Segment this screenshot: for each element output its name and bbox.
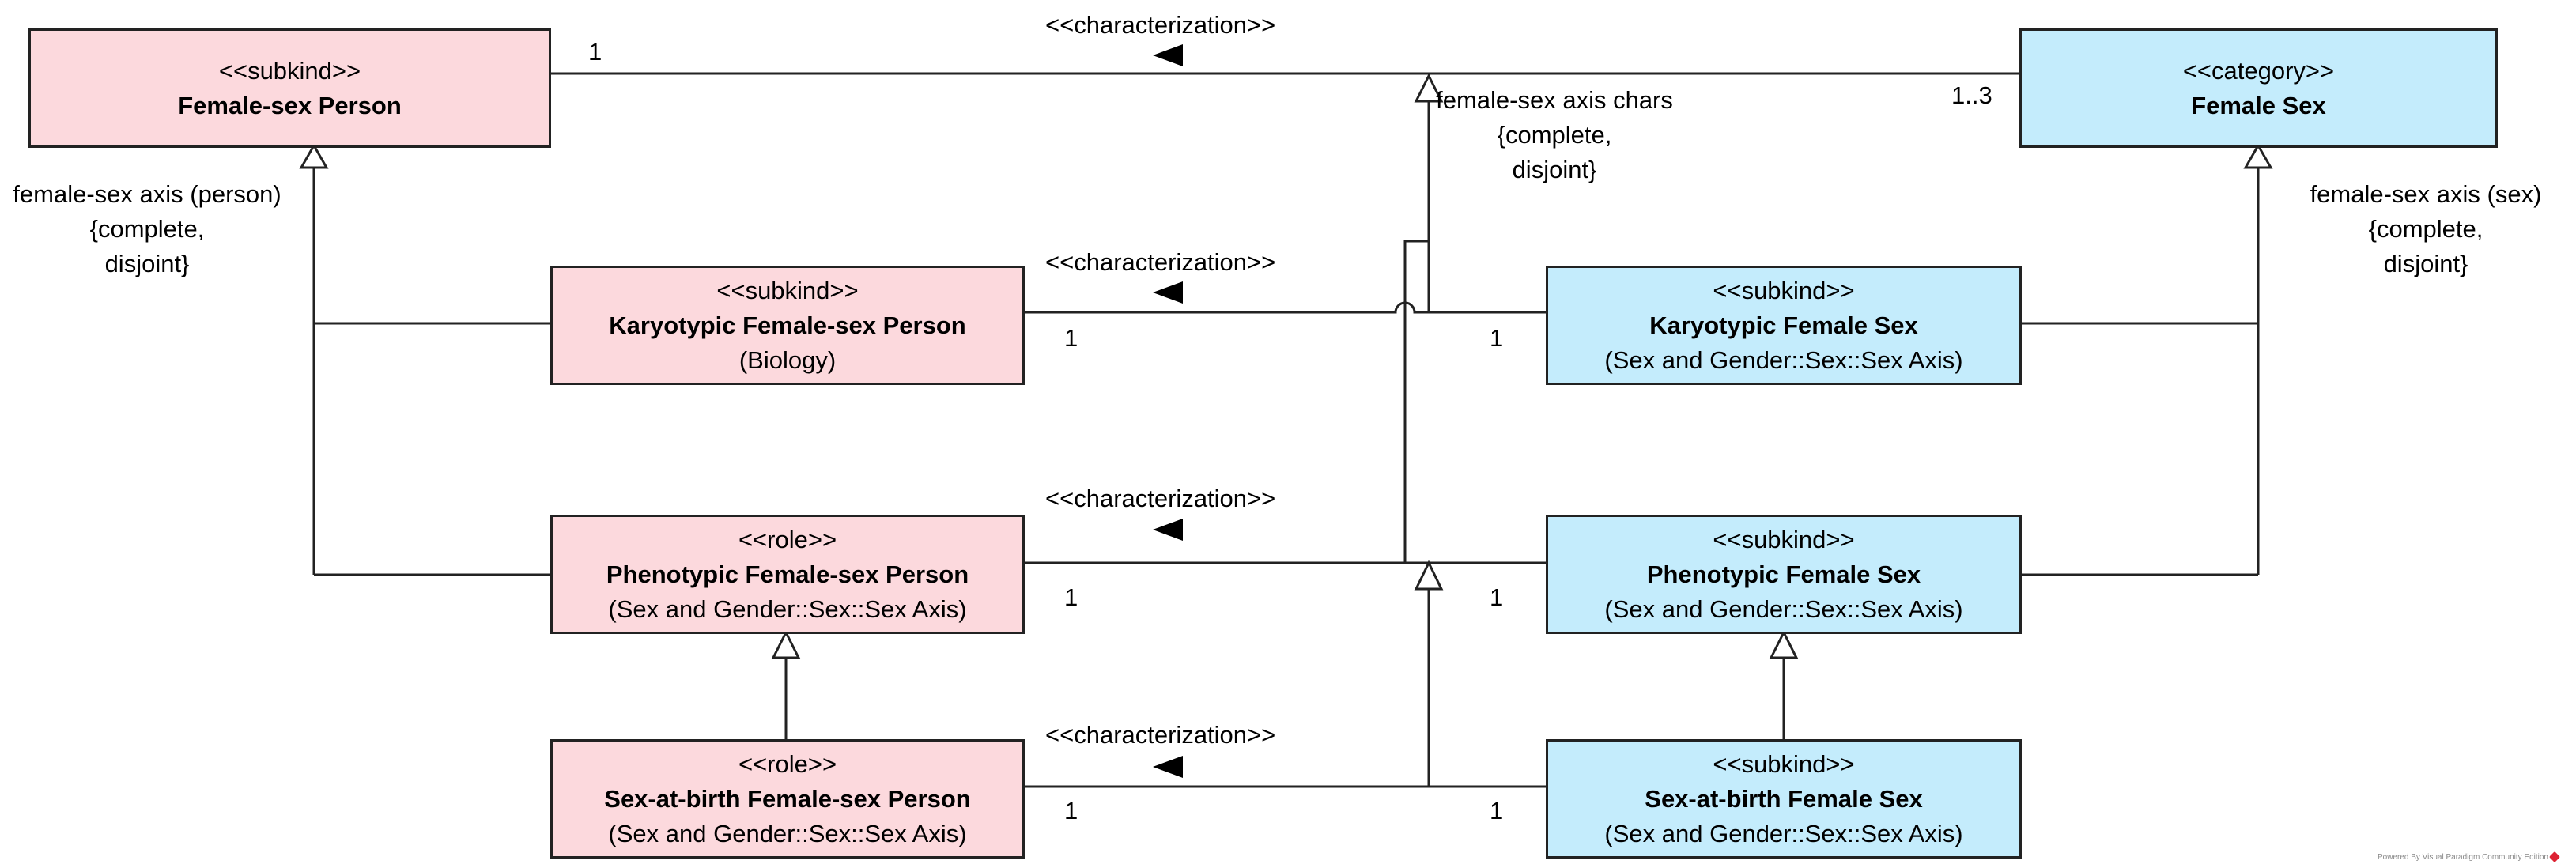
assoc-mult-left-top: 1 [588, 38, 602, 66]
class-sex-at-birth-female-sex-person[interactable]: <<role>> Sex-at-birth Female-sex Person … [550, 739, 1025, 859]
assoc-mult-left-sab: 1 [1064, 797, 1078, 825]
class-package: (Biology) [738, 345, 837, 374]
class-stereotype: <<subkind>> [1713, 749, 1855, 778]
class-stereotype: <<role>> [738, 525, 837, 553]
genset-constraint: {complete, [1497, 121, 1612, 149]
class-karyotypic-female-sex-person[interactable]: <<subkind>> Karyotypic Female-sex Person… [550, 266, 1025, 385]
class-female-sex[interactable]: <<category>> Female Sex [2019, 28, 2498, 148]
class-phenotypic-female-sex-person[interactable]: <<role>> Phenotypic Female-sex Person (S… [550, 515, 1025, 634]
genset-constraint: {complete, [89, 215, 205, 243]
assoc-mult-left-karyotypic: 1 [1064, 324, 1078, 352]
genset-name: female-sex axis (sex) [2310, 180, 2542, 208]
assoc-mult-left-phenotypic: 1 [1064, 583, 1078, 611]
assoc-mult-right-phenotypic: 1 [1490, 583, 1504, 611]
class-stereotype: <<category>> [2182, 56, 2335, 85]
class-name: Female Sex [2191, 91, 2326, 119]
class-stereotype: <<subkind>> [1713, 276, 1855, 304]
generalization-chars-tree [1403, 100, 1430, 563]
generalization-arrowhead [1769, 629, 1799, 659]
watermark: Powered By Visual Paradigm Community Edi… [2377, 851, 2561, 863]
class-name: Female-sex Person [178, 91, 402, 119]
class-karyotypic-female-sex[interactable]: <<subkind>> Karyotypic Female Sex (Sex a… [1546, 266, 2022, 385]
class-package: (Sex and Gender::Sex::Sex Axis) [608, 594, 967, 623]
assoc-stereotype-phenotypic: <<characterization>> [1045, 485, 1276, 512]
genset-constraint: {complete, [2368, 215, 2483, 243]
assoc-mult-right-top: 1..3 [1951, 81, 1992, 109]
genset-label-chars: female-sex axis chars {complete, disjoin… [1436, 83, 1673, 187]
generalization-person-tree [312, 167, 550, 576]
genset-constraint: disjoint} [1512, 156, 1597, 183]
assoc-mult-right-karyotypic: 1 [1490, 324, 1504, 352]
generalization-arrowhead [2243, 142, 2273, 169]
class-name: Sex-at-birth Female Sex [1645, 784, 1923, 813]
assoc-line-karyotypic [1025, 301, 1546, 314]
assoc-mult-right-sab: 1 [1490, 797, 1504, 825]
genset-label-person: female-sex axis (person) {complete, disj… [0, 177, 294, 281]
class-package: (Sex and Gender::Sex::Sex Axis) [1604, 345, 1963, 374]
assoc-stereotype-karyotypic: <<characterization>> [1045, 248, 1276, 276]
generalization-arrowhead [299, 142, 329, 169]
genset-label-sex: female-sex axis (sex) {complete, disjoin… [2295, 177, 2556, 281]
reading-direction-icon [1153, 281, 1183, 304]
generalization-arrowhead [771, 629, 801, 659]
class-name: Sex-at-birth Female-sex Person [604, 784, 971, 813]
generalization-arrowhead [1414, 560, 1444, 591]
class-package: (Sex and Gender::Sex::Sex Axis) [1604, 594, 1963, 623]
class-female-sex-person[interactable]: <<subkind>> Female-sex Person [28, 28, 551, 148]
class-package: (Sex and Gender::Sex::Sex Axis) [608, 819, 967, 847]
vp-logo-icon [2548, 851, 2561, 863]
class-sex-at-birth-female-sex[interactable]: <<subkind>> Sex-at-birth Female Sex (Sex… [1546, 739, 2022, 859]
class-name: Phenotypic Female Sex [1646, 560, 1921, 588]
class-stereotype: <<role>> [738, 749, 837, 778]
class-phenotypic-female-sex[interactable]: <<subkind>> Phenotypic Female Sex (Sex a… [1546, 515, 2022, 634]
assoc-stereotype-sab: <<characterization>> [1045, 721, 1276, 749]
assoc-stereotype-top: <<characterization>> [1045, 11, 1276, 39]
genset-name: female-sex axis chars [1436, 86, 1673, 114]
generalization-arrowhead [1414, 73, 1444, 103]
genset-constraint: disjoint} [104, 250, 190, 277]
class-name: Karyotypic Female-sex Person [609, 311, 966, 339]
class-name: Phenotypic Female-sex Person [606, 560, 969, 588]
reading-direction-icon [1153, 756, 1183, 778]
reading-direction-icon [1153, 519, 1183, 541]
generalization-sex-tree [2022, 167, 2260, 576]
class-stereotype: <<subkind>> [1713, 525, 1855, 553]
class-stereotype: <<subkind>> [218, 56, 361, 85]
genset-name: female-sex axis (person) [13, 180, 281, 208]
genset-constraint: disjoint} [2383, 250, 2468, 277]
class-package: (Sex and Gender::Sex::Sex Axis) [1604, 819, 1963, 847]
class-name: Karyotypic Female Sex [1649, 311, 1918, 339]
reading-direction-icon [1153, 44, 1183, 66]
watermark-text: Powered By Visual Paradigm Community Edi… [2377, 853, 2548, 862]
class-stereotype: <<subkind>> [716, 276, 859, 304]
